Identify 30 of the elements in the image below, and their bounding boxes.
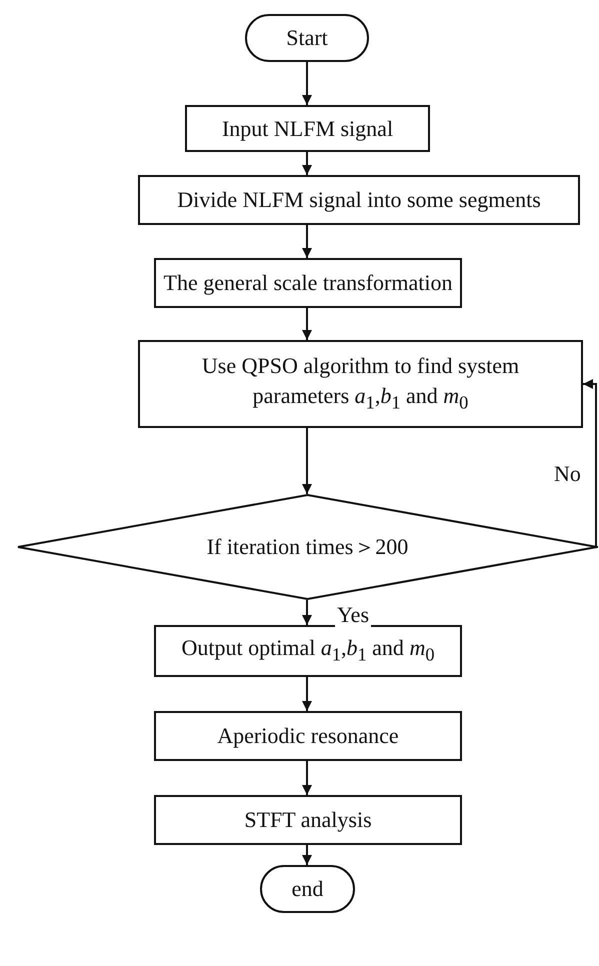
process-box bbox=[154, 625, 462, 677]
process-box bbox=[185, 105, 430, 152]
node-text: Use QPSO algorithm to find system parameters a$_{1}$,b$_{1}$ and m$_{0}$ bbox=[200, 352, 520, 414]
arrow bbox=[302, 761, 312, 795]
node-text: STFT analysis bbox=[244, 806, 372, 834]
node-text: end bbox=[292, 875, 324, 903]
node-text: Output optimal a$_{1}$,b$_{1}$ and m$_{0}$ bbox=[182, 634, 434, 666]
process-box bbox=[154, 795, 462, 845]
node-text: Start bbox=[286, 24, 328, 52]
arrow bbox=[302, 308, 312, 340]
arrow bbox=[302, 845, 312, 865]
arrow bbox=[302, 677, 312, 711]
process-box bbox=[138, 340, 583, 428]
arrow bbox=[583, 379, 598, 548]
terminal-shape bbox=[245, 14, 369, 62]
arrow bbox=[302, 428, 312, 494]
node-text: Aperiodic resonance bbox=[217, 722, 399, 750]
node-text: The general scale transformation bbox=[164, 269, 452, 297]
arrow bbox=[302, 62, 312, 105]
process-box bbox=[138, 175, 580, 225]
node-text: Divide NLFM signal into some segments bbox=[177, 186, 541, 214]
arrow bbox=[302, 600, 312, 625]
node-text: If iteration times＞200 bbox=[206, 533, 408, 561]
process-box bbox=[154, 711, 462, 761]
node-text: Input NLFM signal bbox=[222, 114, 394, 143]
terminal-shape bbox=[260, 865, 355, 913]
arrow bbox=[302, 152, 312, 175]
decision-diamond bbox=[17, 494, 598, 600]
process-box bbox=[154, 258, 462, 308]
arrow bbox=[302, 225, 312, 258]
